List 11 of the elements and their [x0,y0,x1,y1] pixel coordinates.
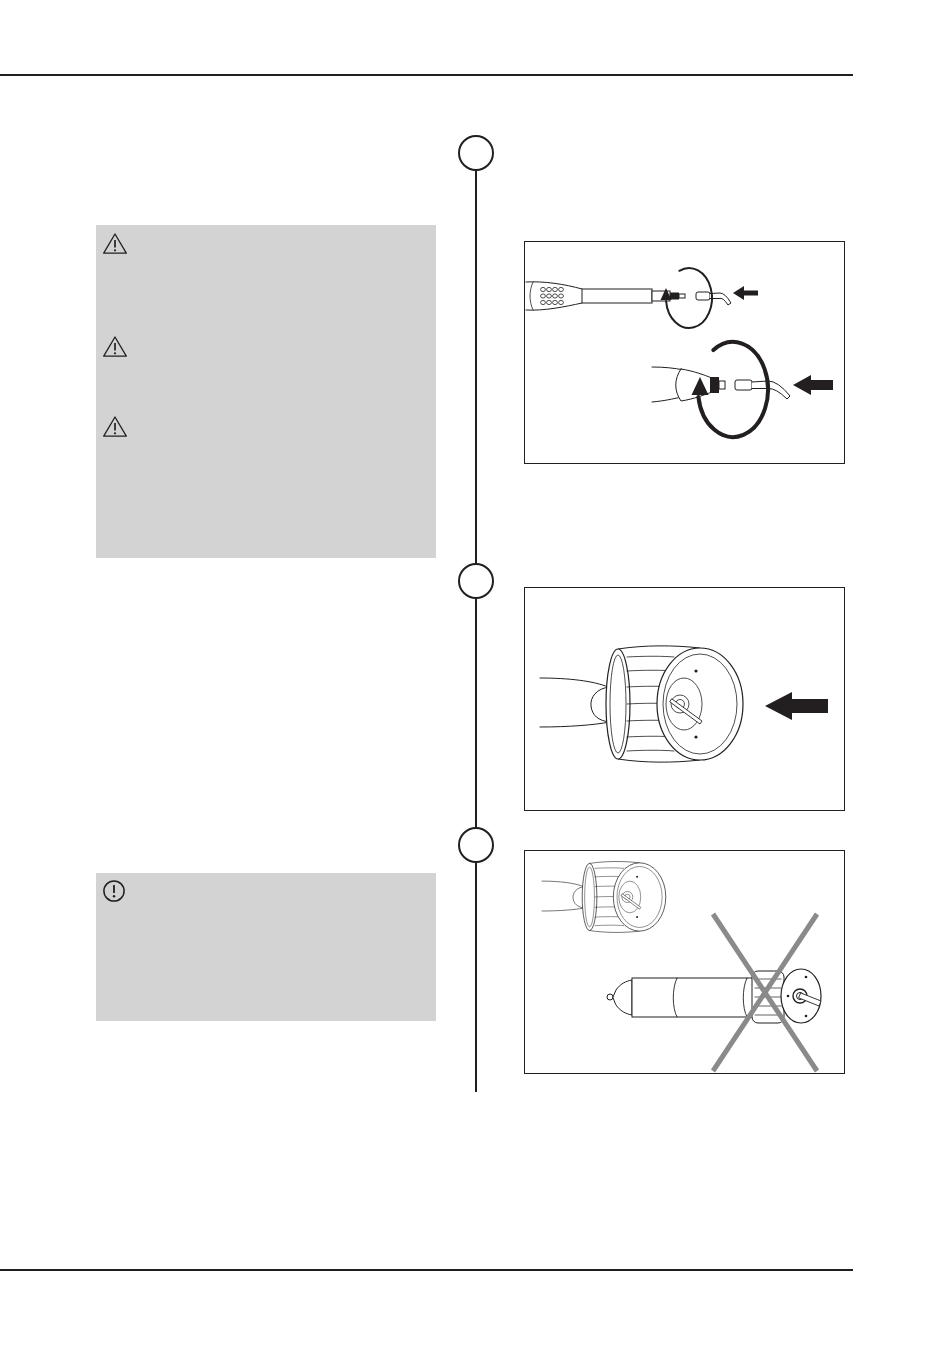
caution-panel [96,873,436,1021]
illustration-frame [524,241,845,464]
illustration-frame [524,587,845,811]
timeline-line [475,862,477,1093]
illustration-frame [524,850,845,1074]
step-circle [458,135,494,171]
timeline-line [475,598,477,828]
step-circle [458,563,494,599]
step-circle [458,827,494,863]
warning-panel [96,225,436,558]
timeline-line [475,170,477,564]
